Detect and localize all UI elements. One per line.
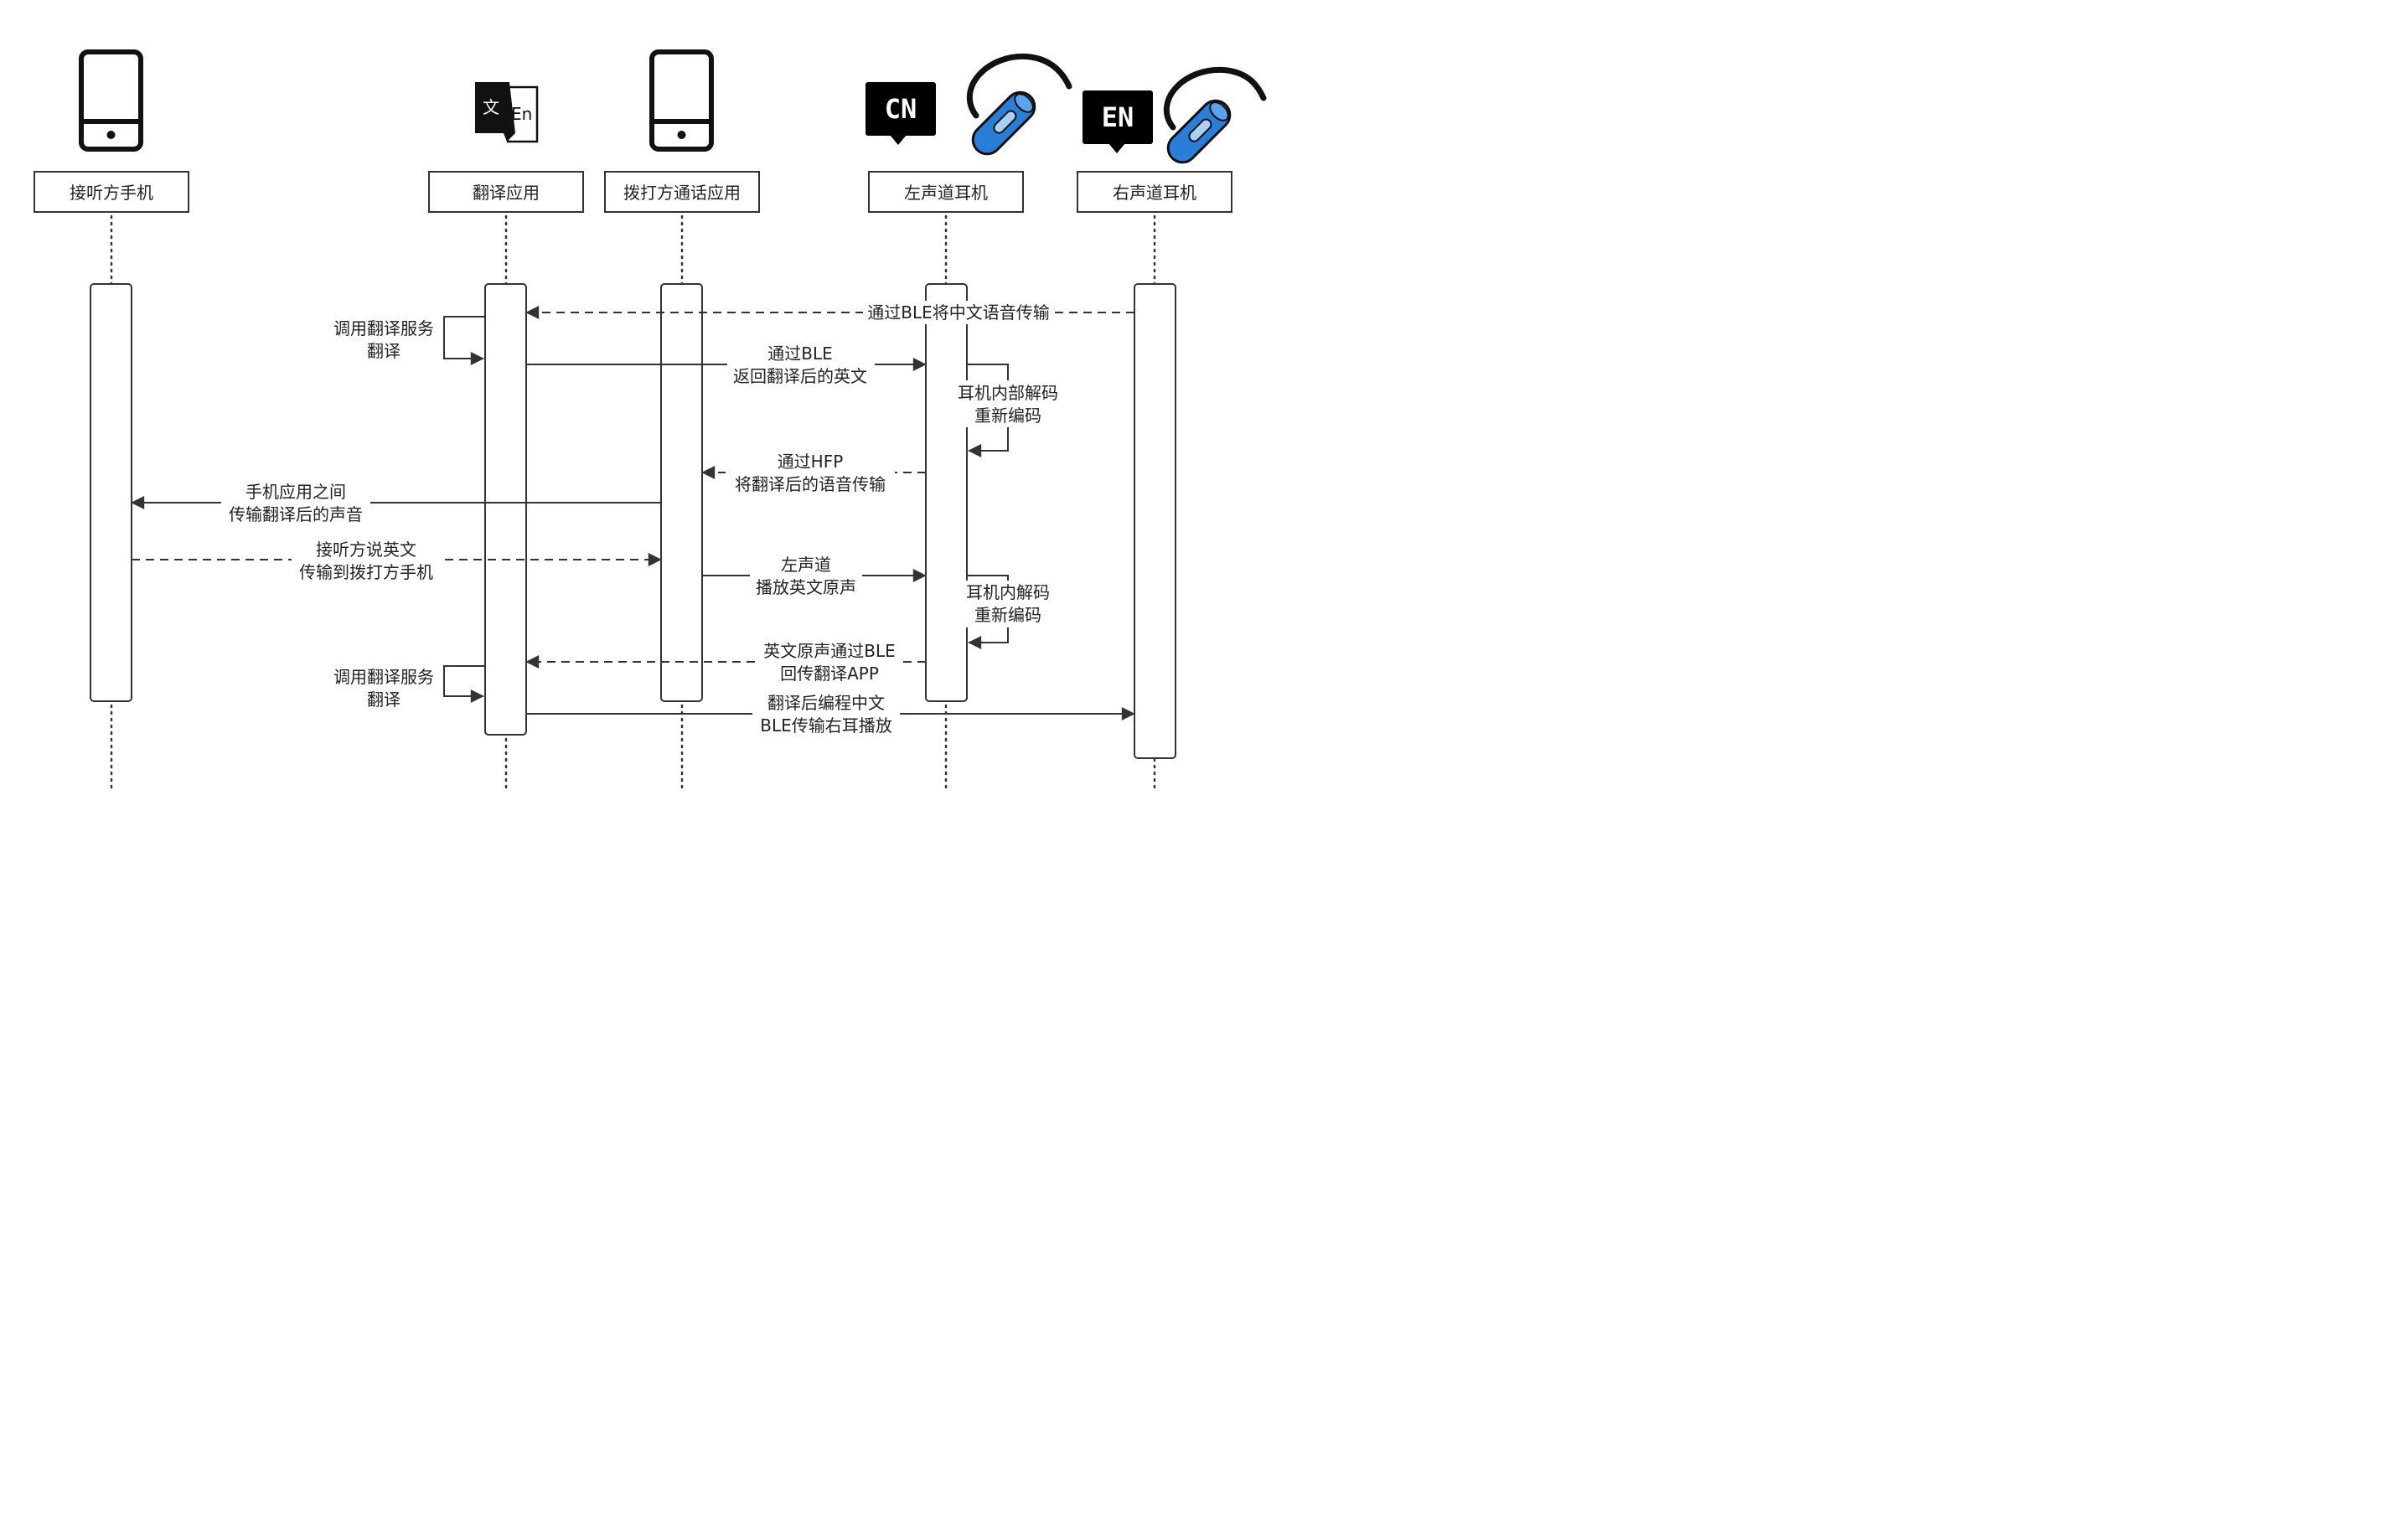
message-label: 通过BLE [767, 343, 833, 364]
participant-label: 右声道耳机 [1113, 183, 1196, 203]
phone-icon [79, 49, 143, 152]
translate-glyph-en: En [511, 104, 532, 124]
message-hfp-translated-voice: 通过HFP 将翻译后的语音传输 [701, 450, 926, 497]
en-badge: EN [1083, 90, 1153, 153]
participant-translate-app: 翻译应用 [428, 171, 584, 213]
message-label: 重新编码 [974, 405, 1041, 426]
message-label: 传输到拨打方手机 [299, 562, 433, 582]
participant-left-earphone: 左声道耳机 [868, 171, 1024, 213]
en-badge-text: EN [1102, 101, 1134, 133]
translate-glyph-zh: 文 [483, 97, 499, 117]
message-label: 回传翻译APP [780, 664, 879, 684]
message-label: 英文原声通过BLE [763, 641, 896, 661]
message-self-translate-1: 调用翻译服务 翻译 [333, 316, 485, 365]
message-app-to-app-sound: 手机应用之间 传输翻译后的声音 [131, 480, 661, 527]
message-label: BLE传输右耳播放 [760, 715, 892, 736]
participant-receiver-phone: 接听方手机 [34, 171, 189, 213]
message-ble-chinese-voice: 通过BLE将中文语音传输 [525, 301, 1134, 324]
participant-label: 接听方手机 [70, 183, 153, 203]
activation-translate-app [484, 283, 527, 736]
cn-badge: CN [866, 82, 936, 145]
translate-icon: 文 En [475, 82, 539, 143]
message-ble-return-english: 通过BLE 返回翻译后的英文 [526, 342, 927, 389]
message-label: 调用翻译服务 [333, 667, 434, 687]
message-english-to-caller: 接听方说英文 传输到拨打方手机 [132, 538, 662, 585]
message-label: 通过BLE将中文语音传输 [867, 302, 1050, 323]
activation-left-earphone [925, 283, 968, 702]
message-label: 通过HFP [778, 452, 844, 472]
message-self-decode-1: 耳机内部解码 重新编码 [953, 364, 1063, 457]
message-chinese-to-right-ear: 翻译后编程中文 BLE传输右耳播放 [526, 691, 1135, 738]
message-label: 手机应用之间 [245, 482, 346, 502]
message-label: 重新编码 [974, 605, 1041, 625]
earphone-icon [966, 53, 1072, 156]
message-label: 将翻译后的语音传输 [735, 474, 886, 494]
participant-label: 翻译应用 [473, 183, 540, 203]
message-label: 返回翻译后的英文 [733, 366, 867, 386]
message-label: 接听方说英文 [316, 540, 416, 560]
cn-badge-text: CN [885, 93, 917, 125]
message-label: 传输翻译后的声音 [229, 504, 363, 524]
message-label: 播放英文原声 [756, 577, 856, 597]
participant-caller-app: 拨打方通话应用 [604, 171, 760, 213]
participant-right-earphone: 右声道耳机 [1077, 171, 1232, 213]
sequence-diagram: 文 En CN EN 接 [34, 49, 1267, 791]
message-left-play-english: 左声道 播放英文原声 [702, 553, 927, 600]
message-self-translate-2: 调用翻译服务 翻译 [333, 665, 485, 710]
message-label: 耳机内解码 [966, 582, 1050, 602]
participant-label: 拨打方通话应用 [623, 183, 741, 203]
message-label: 耳机内部解码 [958, 383, 1058, 403]
activation-receiver-phone [90, 283, 132, 702]
message-label: 左声道 [781, 555, 831, 575]
participant-label: 左声道耳机 [904, 183, 988, 203]
activation-right-earphone [1134, 283, 1176, 759]
activation-caller-app [660, 283, 703, 702]
earphone-icon [1163, 66, 1267, 164]
message-label: 翻译后编程中文 [767, 693, 885, 713]
message-label: 翻译 [367, 689, 400, 710]
message-label: 翻译 [367, 341, 400, 361]
message-label: 调用翻译服务 [333, 318, 434, 338]
message-english-back-to-app: 英文原声通过BLE 回传翻译APP [525, 639, 926, 686]
message-self-decode-2: 耳机内解码 重新编码 [959, 575, 1057, 649]
phone-icon [649, 49, 714, 152]
